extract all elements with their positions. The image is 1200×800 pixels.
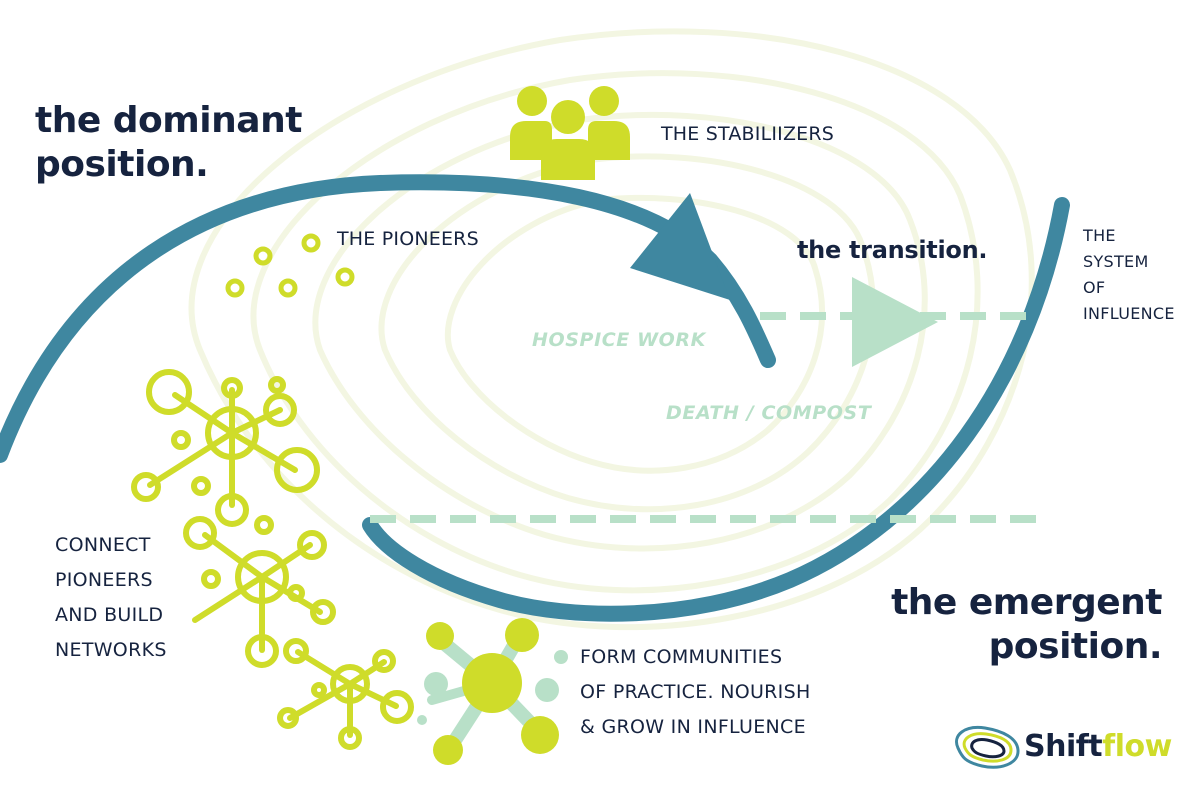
hospice-work-label: HOSPICE WORK — [532, 329, 706, 351]
background-contours — [188, 28, 1035, 631]
dominant-arc — [0, 174, 776, 463]
dominant-position-heading: the dominant position. — [35, 100, 302, 185]
dots-cluster-icon — [225, 233, 355, 298]
connect-pioneers-label: CONNECT PIONEERS AND BUILD NETWORKS — [55, 534, 167, 661]
transition-heading: the transition. — [797, 236, 988, 264]
shiftflow-logo-icon — [955, 725, 1020, 769]
emergent-arc — [362, 197, 1070, 622]
people-group-icon — [510, 86, 630, 180]
shiftflow-logo: Shiftflow — [1024, 729, 1172, 764]
dominant-arrowhead — [630, 193, 730, 300]
form-communities-label: FORM COMMUNITIES OF PRACTICE. NOURISH & … — [580, 646, 811, 738]
play-arrow-icon — [852, 277, 938, 367]
pioneers-label: THE PIONEERS — [337, 228, 479, 250]
death-compost-label: DEATH / COMPOST — [666, 402, 872, 424]
system-of-influence-label: THE SYSTEM OF INFLUENCE — [1083, 226, 1175, 323]
stabilizers-label: THE STABILIIZERS — [661, 123, 835, 145]
network-node-icon — [131, 369, 414, 750]
emergent-position-heading: the emergent position. — [891, 582, 1162, 667]
community-molecule-icon — [417, 618, 568, 765]
